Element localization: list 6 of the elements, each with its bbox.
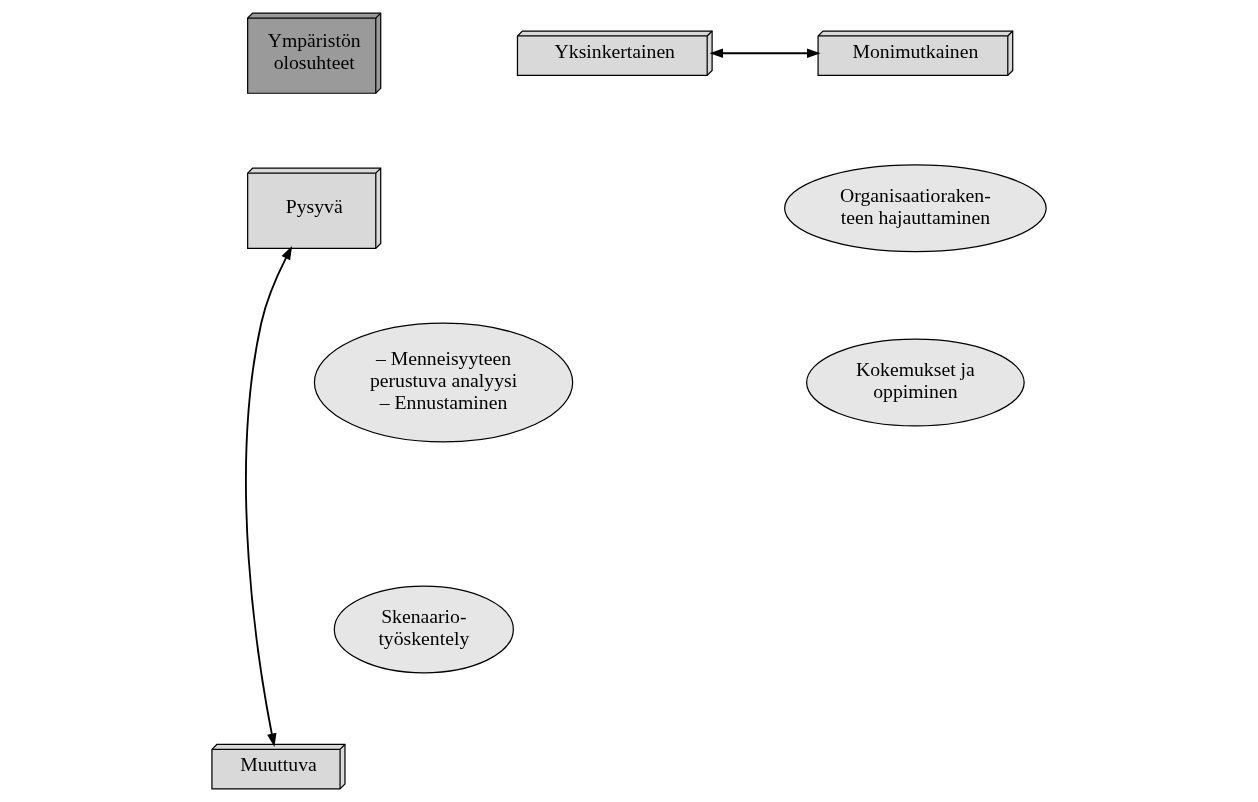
node-ellipse: Skenaario- työskentely xyxy=(333,585,514,674)
node-ellipse: – Menneisyyteen perustuva analyysi – Ennustaminen xyxy=(313,322,574,443)
arrow xyxy=(245,246,293,748)
node-ellipse: Kokemukset ja oppiminen xyxy=(806,338,1025,427)
node-ellipse: Organisaatioraken- teen hajauttaminen xyxy=(784,164,1047,253)
arrow xyxy=(709,48,821,58)
